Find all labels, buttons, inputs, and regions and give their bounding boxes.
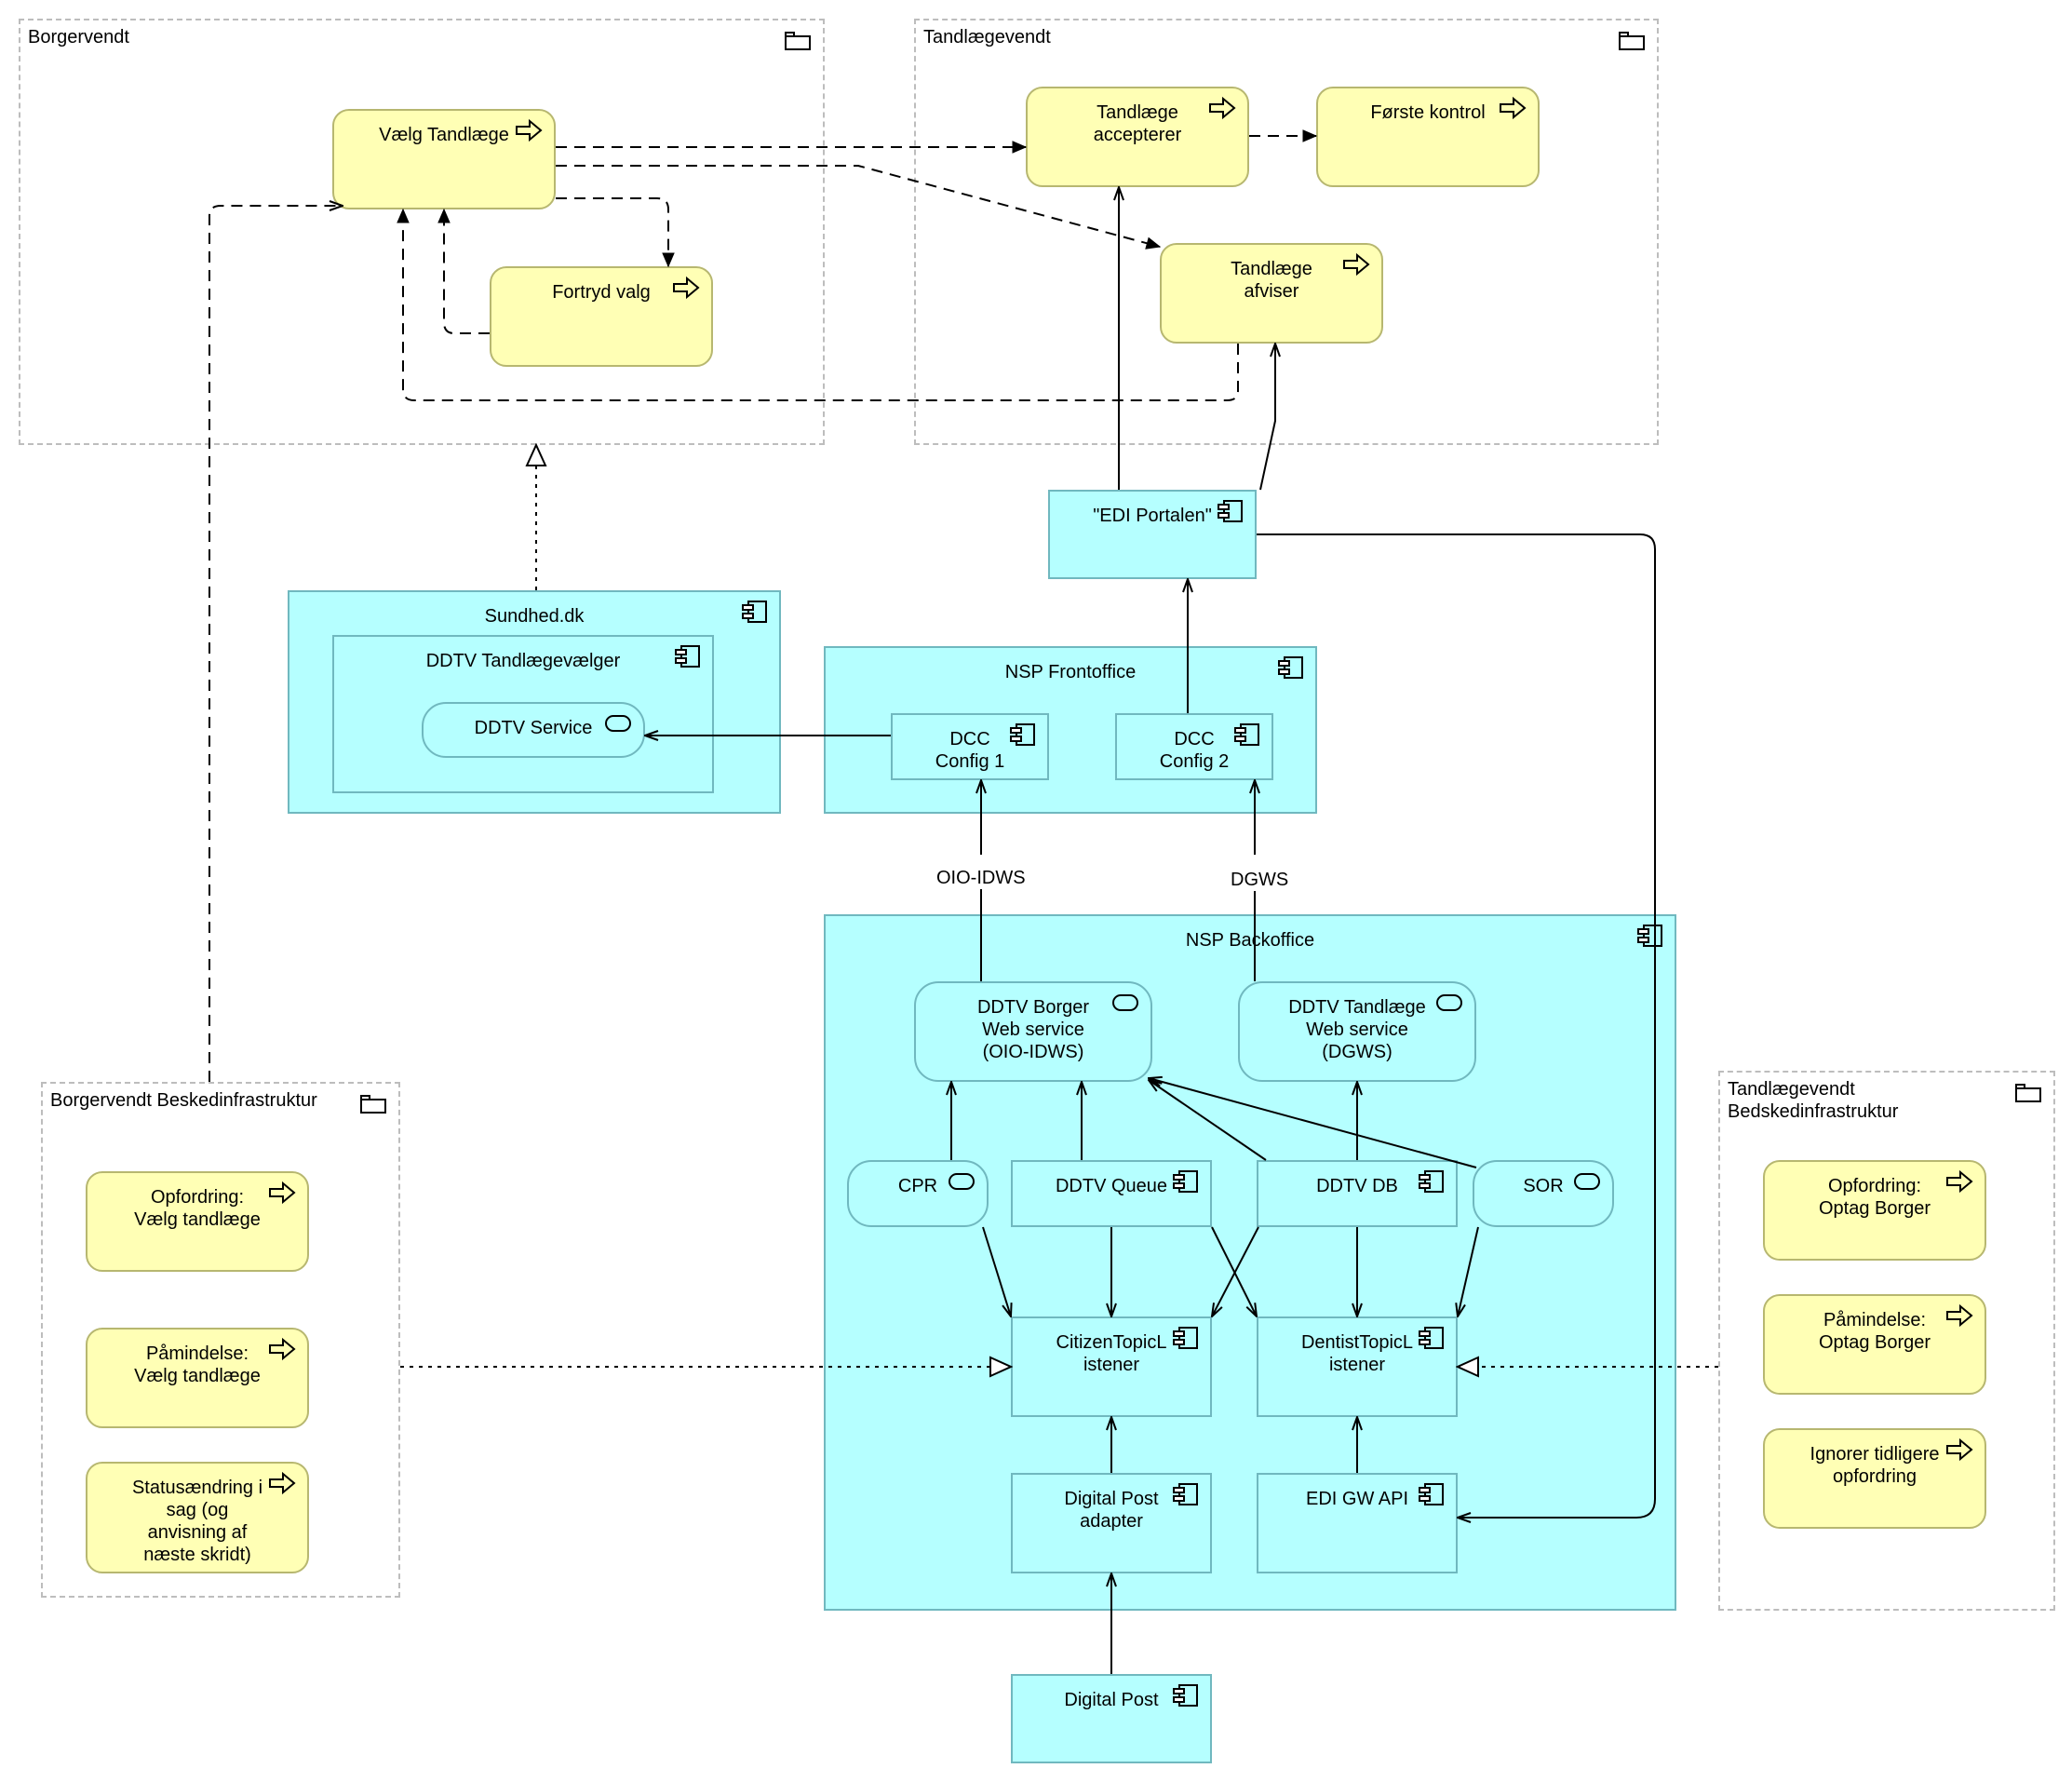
process-opfordring-vaelg-tandlaege[interactable]: Opfordring: Vælg tandlæge [86, 1171, 309, 1272]
service-ddtv-service[interactable]: DDTV Service [422, 702, 645, 758]
component-icon [1171, 1326, 1199, 1350]
process-title: Opfordring: Vælg tandlæge [134, 1187, 261, 1230]
process-title: Tandlæge accepterer [1093, 102, 1182, 145]
process-arrow-icon [268, 1181, 296, 1205]
group-title: Borgervendt Beskedinfrastruktur [50, 1090, 317, 1111]
component-dcc-config-2[interactable]: DCC Config 2 [1115, 713, 1273, 780]
component-icon [1171, 1169, 1199, 1194]
component-icon [1417, 1326, 1445, 1350]
component-icon [673, 644, 701, 668]
process-arrow-icon [1499, 96, 1527, 120]
group-title: Borgervendt [28, 27, 129, 47]
component-icon [1417, 1482, 1445, 1506]
component-icon [740, 600, 768, 624]
component-edi-portalen[interactable]: "EDI Portalen" [1048, 490, 1257, 579]
component-edi-gw-api[interactable]: EDI GW API [1257, 1473, 1458, 1573]
process-tandlaege-accepterer[interactable]: Tandlæge accepterer [1026, 87, 1249, 187]
component-title: DCC Config 2 [1159, 729, 1230, 772]
process-title: Statusændring i sag (og anvisning af næs… [131, 1478, 263, 1565]
process-forste-kontrol[interactable]: Første kontrol [1316, 87, 1540, 187]
component-title: Digital Post adapter [1064, 1489, 1159, 1532]
component-ddtv-db[interactable]: DDTV DB [1257, 1160, 1458, 1227]
process-title: Påmindelse: Vælg tandlæge [134, 1343, 261, 1386]
component-title: Digital Post [1064, 1690, 1159, 1710]
process-paamindelse-vaelg-tandlaege[interactable]: Påmindelse: Vælg tandlæge [86, 1328, 309, 1428]
process-opfordring-optag-borger[interactable]: Opfordring: Optag Borger [1763, 1160, 1986, 1261]
service-icon [1435, 991, 1463, 1015]
service-title: DDTV Service [474, 718, 593, 738]
process-title: Ignorer tidligere opfordring [1810, 1444, 1940, 1487]
process-arrow-icon [515, 118, 543, 142]
folder-icon [359, 1091, 387, 1115]
group-tandlaegevendt[interactable]: Tandlægevendt [914, 19, 1659, 445]
component-title: DDTV Queue [1055, 1176, 1168, 1196]
folder-icon [1618, 28, 1646, 52]
service-title: DDTV Borger Web service (OIO-IDWS) [976, 997, 1090, 1062]
process-ignorer-tidligere-opfordring[interactable]: Ignorer tidligere opfordring [1763, 1428, 1986, 1529]
process-arrow-icon [1342, 252, 1370, 277]
process-paamindelse-optag-borger[interactable]: Påmindelse: Optag Borger [1763, 1294, 1986, 1395]
service-icon [1573, 1169, 1601, 1194]
service-sor[interactable]: SOR [1473, 1160, 1614, 1227]
process-arrow-icon [672, 276, 700, 300]
service-icon [1111, 991, 1139, 1015]
process-arrow-icon [1945, 1169, 1973, 1194]
component-title: CitizenTopicL istener [1056, 1332, 1167, 1375]
process-arrow-icon [1945, 1303, 1973, 1328]
group-title: Tandlægevendt [923, 27, 1051, 47]
folder-icon [2014, 1080, 2042, 1104]
component-title: NSP Backoffice [1185, 930, 1315, 951]
process-title: Påmindelse: Optag Borger [1818, 1310, 1931, 1353]
component-icon [1171, 1683, 1199, 1708]
service-cpr[interactable]: CPR [847, 1160, 989, 1227]
process-tandlaege-afviser[interactable]: Tandlæge afviser [1160, 243, 1383, 344]
process-title: Opfordring: Optag Borger [1818, 1176, 1931, 1219]
component-dentist-topic-listener[interactable]: DentistTopicL istener [1257, 1316, 1458, 1417]
component-digital-post[interactable]: Digital Post [1011, 1674, 1212, 1763]
process-title: Første kontrol [1370, 102, 1486, 123]
component-title: NSP Frontoffice [1004, 662, 1137, 682]
group-tandlaegevendt-beskedinfrastruktur[interactable]: Tandlægevendt Bedskedinfrastruktur [1718, 1071, 2055, 1611]
service-icon [604, 711, 632, 736]
component-icon [1635, 924, 1663, 948]
process-arrow-icon [1208, 96, 1236, 120]
component-icon [1216, 499, 1244, 523]
group-title: Tandlægevendt Bedskedinfrastruktur [1728, 1079, 1899, 1122]
group-borgervendt-beskedinfrastruktur[interactable]: Borgervendt Beskedinfrastruktur [41, 1082, 400, 1598]
component-icon [1171, 1482, 1199, 1506]
component-title: "EDI Portalen" [1093, 506, 1212, 526]
process-fortryd-valg[interactable]: Fortryd valg [490, 266, 713, 367]
service-ddtv-borger-web-service[interactable]: DDTV Borger Web service (OIO-IDWS) [914, 981, 1152, 1082]
service-icon [948, 1169, 975, 1194]
process-vaelg-tandlaege[interactable]: Vælg Tandlæge [332, 109, 556, 209]
edge-label-dgws: DGWS [1227, 870, 1293, 891]
component-digital-post-adapter[interactable]: Digital Post adapter [1011, 1473, 1212, 1573]
edge-label-oio-idws: OIO-IDWS [933, 868, 1029, 889]
component-title: Sundhed.dk [484, 606, 585, 627]
process-statusaendring[interactable]: Statusændring i sag (og anvisning af næs… [86, 1462, 309, 1573]
service-title: CPR [897, 1176, 938, 1196]
component-icon [1008, 722, 1036, 747]
process-arrow-icon [268, 1471, 296, 1495]
component-ddtv-queue[interactable]: DDTV Queue [1011, 1160, 1212, 1227]
component-dcc-config-1[interactable]: DCC Config 1 [891, 713, 1049, 780]
component-icon [1417, 1169, 1445, 1194]
component-icon [1276, 655, 1304, 680]
process-arrow-icon [1945, 1438, 1973, 1462]
component-title: DDTV Tandlægevælger [425, 651, 621, 671]
component-citizen-topic-listener[interactable]: CitizenTopicL istener [1011, 1316, 1212, 1417]
process-arrow-icon [268, 1337, 296, 1361]
folder-icon [784, 28, 812, 52]
process-title: Tandlæge afviser [1231, 259, 1312, 302]
process-title: Vælg Tandlæge [379, 125, 509, 145]
component-icon [1232, 722, 1260, 747]
group-borgervendt[interactable]: Borgervendt [19, 19, 825, 445]
service-ddtv-tandlaege-web-service[interactable]: DDTV Tandlæge Web service (DGWS) [1238, 981, 1476, 1082]
